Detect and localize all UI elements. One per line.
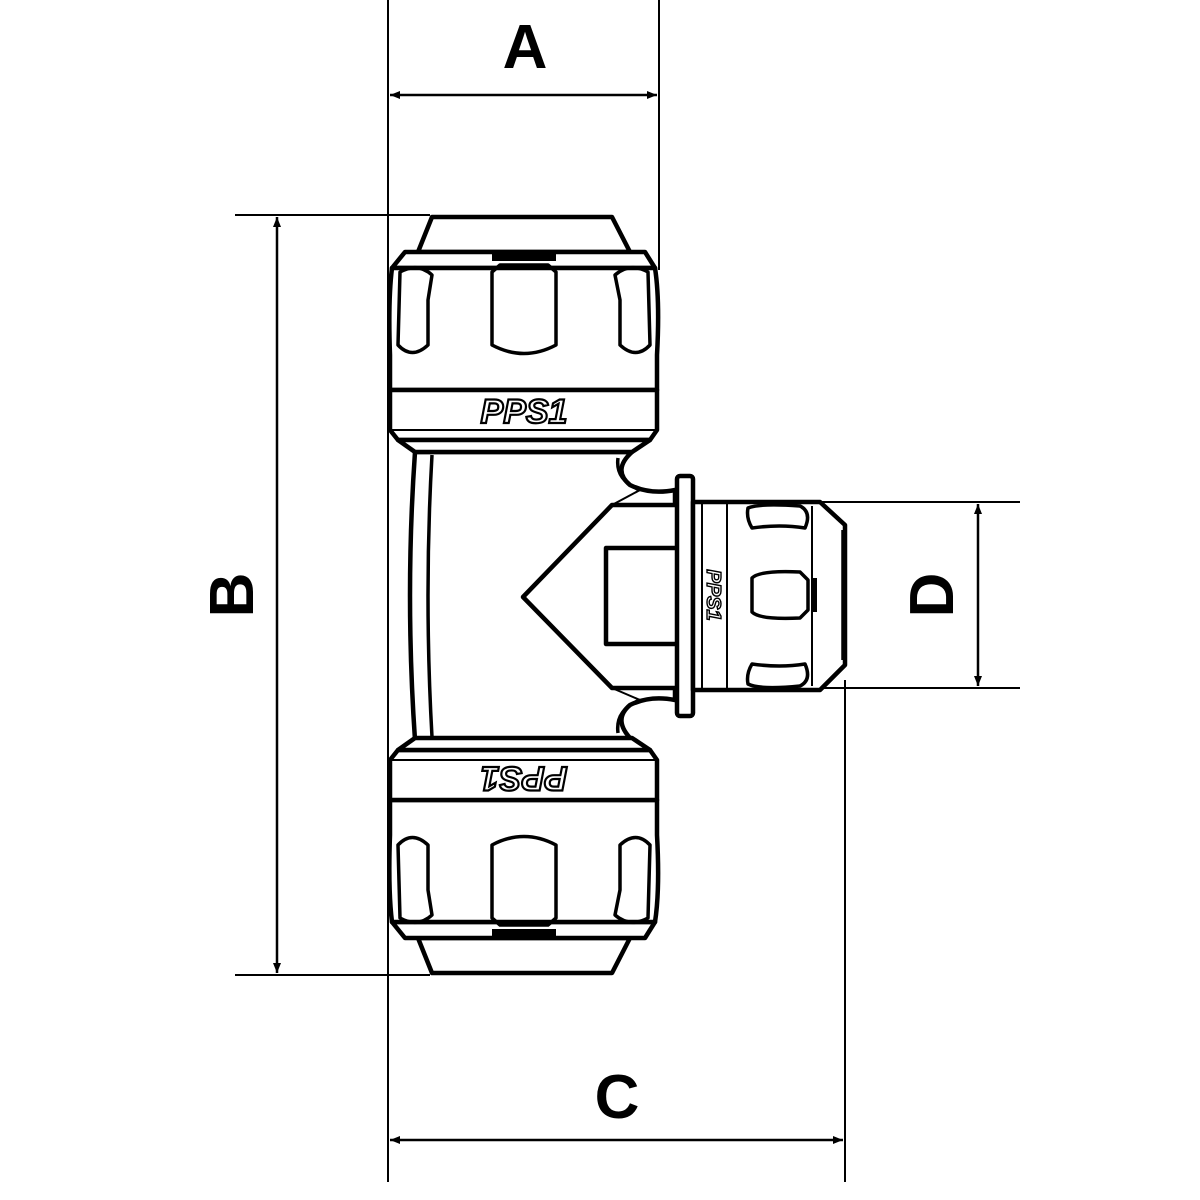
top-connector: PPS1 bbox=[389, 217, 658, 452]
bottom-brand-label: PPS1 bbox=[481, 759, 568, 797]
dimension-b-label: B bbox=[198, 573, 267, 618]
dimension-c-label: C bbox=[595, 1063, 640, 1132]
branch-brand-label: PPS1 bbox=[702, 569, 724, 620]
dimension-a-label: A bbox=[503, 13, 548, 82]
top-brand-label: PPS1 bbox=[481, 393, 568, 431]
bottom-connector: PPS1 bbox=[389, 738, 658, 973]
tee-body bbox=[407, 449, 683, 743]
dimension-d-label: D bbox=[898, 573, 967, 618]
branch-connector: PPS1 bbox=[674, 473, 848, 719]
